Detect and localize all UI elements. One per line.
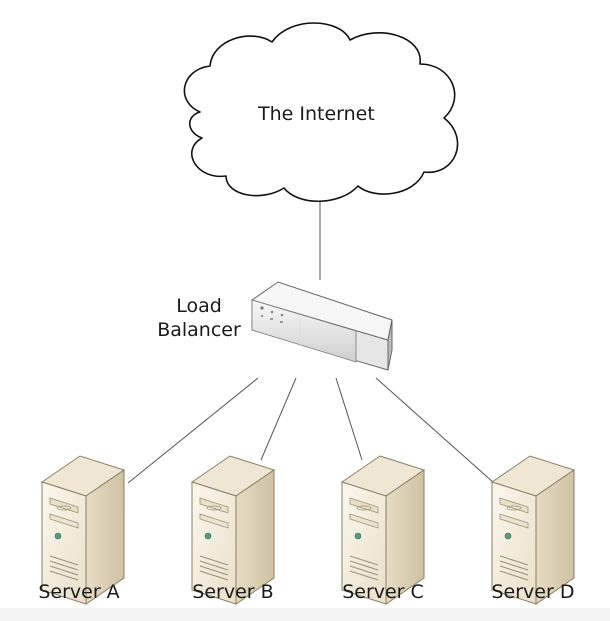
server-a-label: Server A xyxy=(38,581,120,603)
lb-to-server-c-line xyxy=(335,377,363,461)
lb-to-server-b-line xyxy=(260,377,297,461)
server-b-label: Server B xyxy=(192,581,274,603)
bottom-band xyxy=(0,608,610,621)
server-d-label: Server D xyxy=(491,581,575,603)
load-balancer-icon xyxy=(250,281,393,371)
load-balancer-label-line2: Balancer xyxy=(157,319,241,341)
lb-to-server-a-line xyxy=(127,377,259,484)
cloud-icon xyxy=(183,22,459,203)
load-balancer-label: Load Balancer xyxy=(150,294,248,342)
internet-label: The Internet xyxy=(258,103,375,125)
server-c-label: Server C xyxy=(342,581,424,603)
lb-to-server-d-line xyxy=(375,377,495,484)
load-balancer-label-line1: Load xyxy=(176,295,222,317)
